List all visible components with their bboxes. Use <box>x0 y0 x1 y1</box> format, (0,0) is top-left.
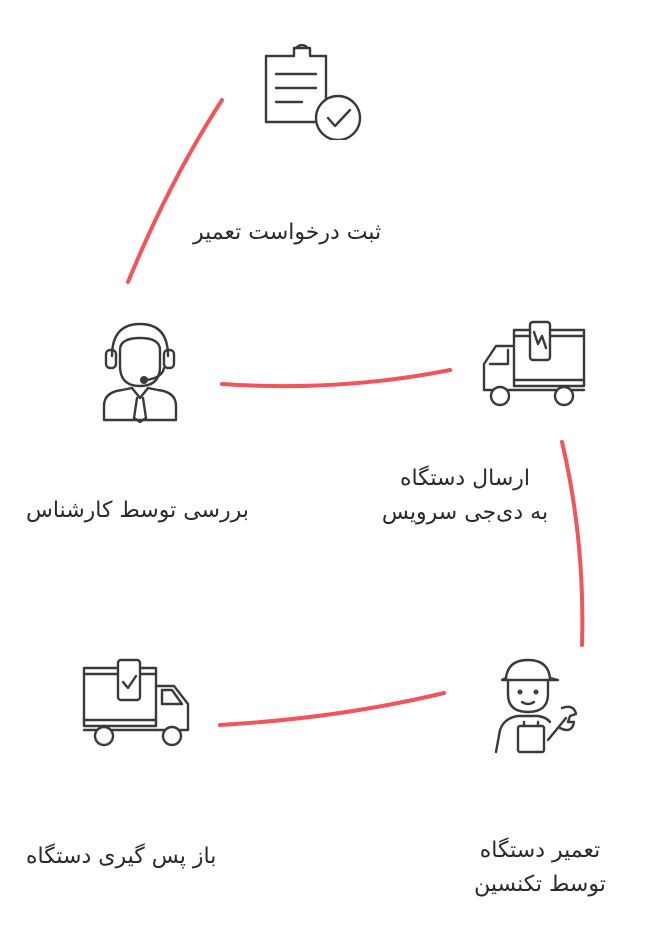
step-label-technician-repair: تعمیر دستگاه توسط تکنسین <box>440 834 640 902</box>
connector-step1-step2 <box>126 98 224 284</box>
clipboard-check-icon <box>262 43 368 144</box>
step-text-line2: توسط تکنسین <box>474 872 606 897</box>
connector-step3-step4 <box>560 440 585 647</box>
step-text-line2: به دی‌جی سرویس <box>381 500 549 525</box>
step-text-line1: تعمیر دستگاه <box>479 838 601 863</box>
step-label-send-device: ارسال دستگاه به دی‌جی سرویس <box>360 462 570 530</box>
step-label-expert-review: بررسی توسط کارشناس <box>26 494 249 528</box>
technician-repair-icon <box>488 656 584 760</box>
step-text: بررسی توسط کارشناس <box>26 498 249 523</box>
step-text: باز پس گیری دستگاه <box>26 844 217 869</box>
delivery-truck-icon <box>478 320 590 414</box>
step-label-register: ثبت درخواست تعمیر <box>193 216 381 250</box>
step-label-device-return: باز پس گیری دستگاه <box>26 840 216 874</box>
connector-step2-step3 <box>220 368 452 389</box>
connector-step4-step5 <box>218 691 446 727</box>
return-truck-icon <box>80 656 196 754</box>
step-text-line1: ارسال دستگاه <box>399 466 531 491</box>
support-agent-icon <box>98 320 182 428</box>
step-text: ثبت درخواست تعمیر <box>193 220 382 245</box>
